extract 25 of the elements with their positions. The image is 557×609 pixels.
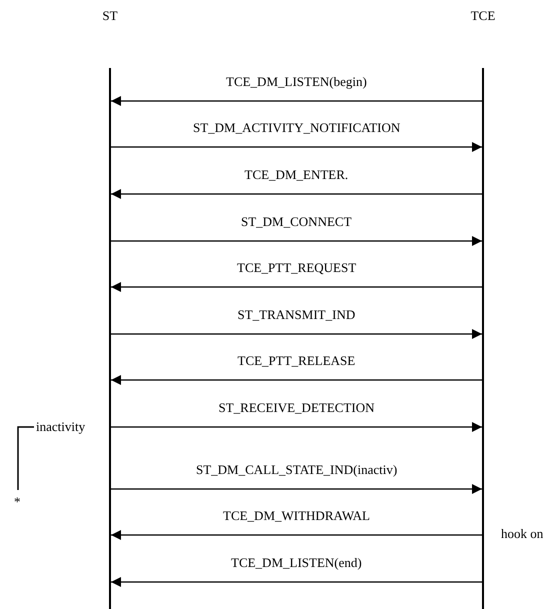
message-arrow [111,189,482,199]
message-arrow [111,236,482,246]
message-label: ST_DM_ACTIVITY_NOTIFICATION [192,120,402,136]
message-label: TCE_DM_ENTER. [244,167,350,183]
message-label: TCE_DM_LISTEN(begin) [225,74,368,90]
message-arrow [111,422,482,432]
message-label: ST_RECEIVE_DETECTION [218,400,376,416]
message-arrow [111,577,482,587]
message-arrow [111,282,482,292]
message-label: ST_DM_CALL_STATE_IND(inactiv) [195,462,398,478]
message-arrow [111,530,482,540]
participant-name: TCE [470,8,496,24]
message-arrow [111,96,482,106]
message-label: ST_TRANSMIT_IND [236,307,356,323]
message-arrow [111,329,482,339]
message-label: TCE_DM_LISTEN(end) [230,555,363,571]
message-label: TCE_DM_WITHDRAWAL [222,508,371,524]
message-arrow [111,375,482,385]
message-arrow [111,484,482,494]
message-label: TCE_PTT_RELEASE [236,353,356,369]
message-label: TCE_PTT_REQUEST [236,260,358,276]
message-arrow [111,142,482,152]
message-label: ST_DM_CONNECT [240,214,353,230]
annotation-text: inactivity [35,419,86,435]
participant-name: ST [101,8,119,24]
